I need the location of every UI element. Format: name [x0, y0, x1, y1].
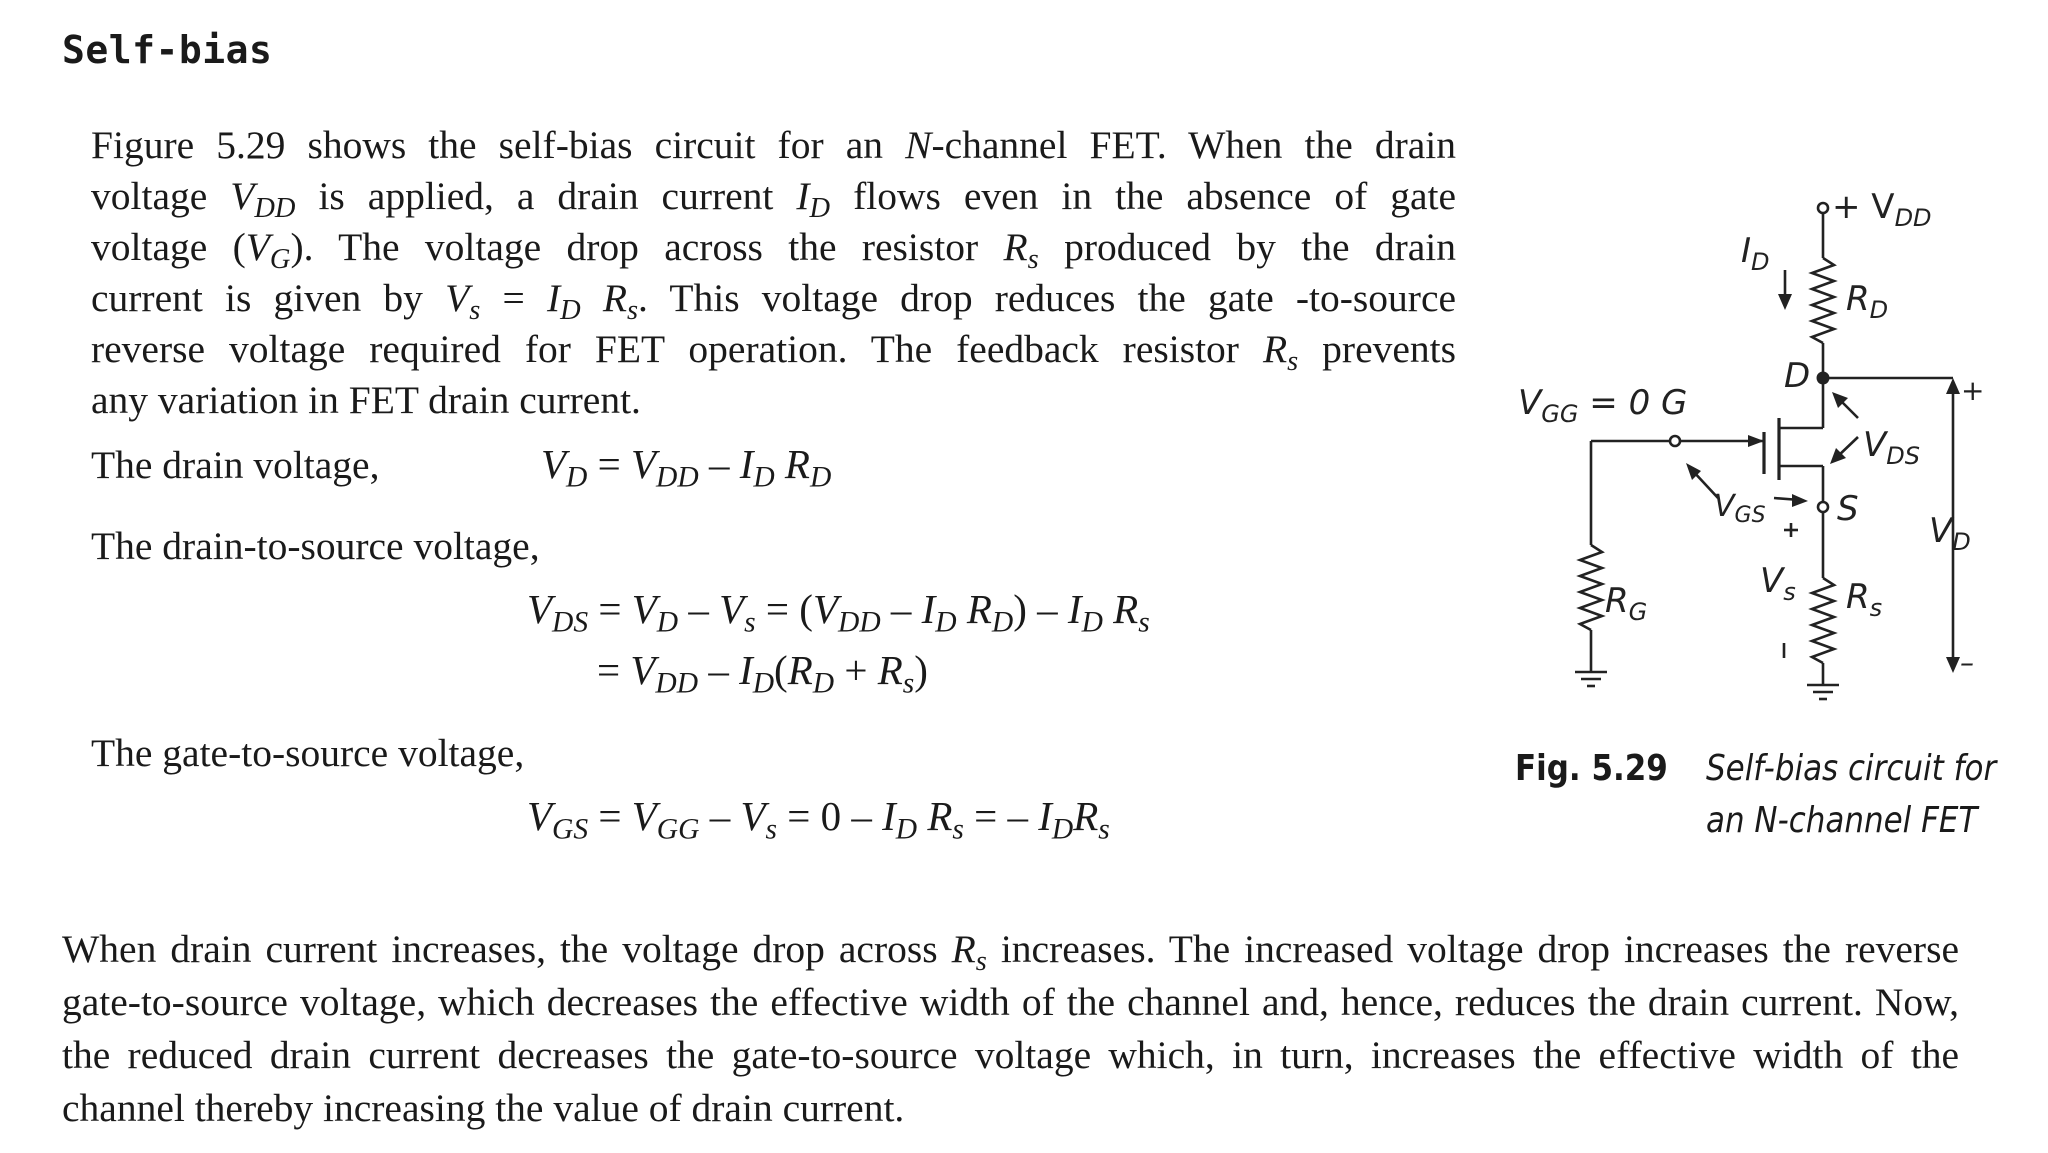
- id-label: ID: [1741, 231, 1770, 276]
- vd-arrowhead: [1946, 657, 1960, 673]
- vgg-label: VGG = 0 G: [1518, 383, 1687, 428]
- gate-resistor: [1576, 543, 1606, 632]
- rg-label: RG: [1605, 581, 1647, 626]
- gate-arrowhead: [1748, 435, 1764, 447]
- intro-paragraph: Figure 5.29 shows the self-bias circuit …: [91, 120, 1456, 426]
- vs-label: Vs: [1760, 561, 1796, 606]
- rs-label: Rs: [1846, 577, 1882, 622]
- drain-label: D: [1784, 356, 1810, 396]
- plus-label: +: [1961, 374, 1984, 407]
- gate-source-equation: VGS = VGG – Vs = 0 – ID Rs = – IDRs: [527, 793, 1110, 846]
- id-arrowhead: [1778, 294, 1792, 310]
- drain-source-equation-2: = VDD – ID(RD + Rs): [597, 647, 928, 700]
- minus-label: –: [1960, 646, 1974, 679]
- vgs-label: VGS: [1714, 489, 1766, 528]
- rd-label: RD: [1846, 279, 1888, 324]
- source-resistor: [1808, 576, 1838, 665]
- vgs-arrowhead: [1792, 494, 1808, 507]
- drain-source-label: The drain-to-source voltage,: [91, 524, 540, 568]
- closing-paragraph: When drain current increases, the voltag…: [62, 927, 1959, 1130]
- drain-source-equation-1: VDS = VD – Vs = (VDD – ID RD) – ID Rs: [527, 586, 1150, 639]
- para-line: Figure 5.29 shows the self-bias circuit …: [91, 123, 1456, 167]
- para-line: current is given by Vs = ID Rs. This vol…: [91, 276, 1457, 326]
- para-line: any variation in FET drain current.: [91, 378, 641, 422]
- vd-arrowhead: [1946, 378, 1960, 394]
- drain-voltage-label: The drain voltage,: [91, 443, 380, 487]
- vds-arrowhead: [1830, 448, 1846, 464]
- vds-label: VDS: [1863, 425, 1920, 470]
- para-line: voltage VDD is applied, a drain current …: [91, 174, 1456, 224]
- caption-line-1: Self-bias circuit for: [1706, 748, 1997, 789]
- vdd-terminal: [1816, 201, 1830, 215]
- para-line: reverse voltage required for FET operati…: [91, 327, 1456, 377]
- source-label: S: [1837, 489, 1859, 529]
- vgs-arrowhead: [1686, 463, 1701, 480]
- figure-number: Fig. 5.29: [1515, 748, 1668, 789]
- drain-resistor: [1808, 256, 1838, 345]
- source-terminal: [1816, 500, 1830, 514]
- vdd-label: + VDD: [1832, 187, 1932, 232]
- para-line: voltage (VG). The voltage drop across th…: [91, 225, 1456, 275]
- drain-node: [1816, 371, 1830, 385]
- gate-source-label: The gate-to-source voltage,: [91, 731, 525, 775]
- vd-label: VD: [1929, 511, 1971, 556]
- caption-line-2: an N-channel FET: [1706, 800, 1978, 841]
- gate-terminal: [1668, 434, 1682, 448]
- drain-voltage-equation: VD = VDD – ID RD: [541, 441, 832, 494]
- section-heading: Self-bias: [62, 28, 273, 72]
- vds-arrowhead: [1832, 392, 1848, 408]
